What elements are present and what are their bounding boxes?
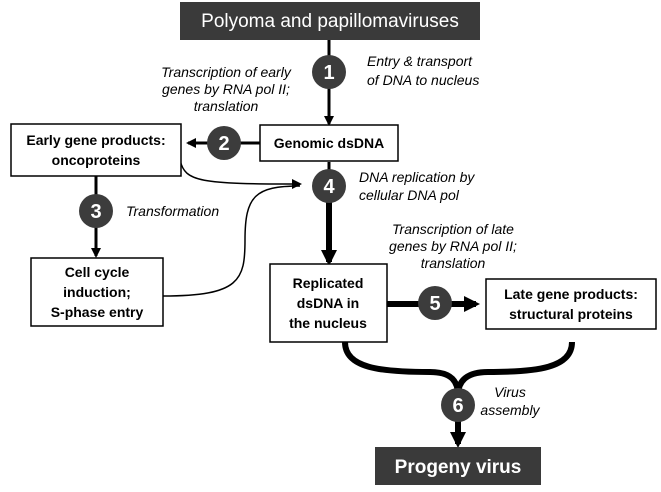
cell-cycle-box: Cell cycle induction; S-phase entry — [30, 257, 164, 327]
note-early-tx-line3: translation — [194, 98, 259, 114]
cell-cycle-line1: Cell cycle — [65, 264, 130, 280]
step-5-badge: 5 — [418, 286, 452, 320]
step-6-number: 6 — [452, 395, 463, 417]
note-late-tx-line3: translation — [421, 255, 486, 271]
note-early-tx-line1: Transcription of early — [161, 64, 292, 80]
note-late-tx-line2: genes by RNA pol II; — [389, 238, 517, 254]
step-3-badge: 3 — [79, 194, 113, 228]
step-6-badge: 6 — [441, 388, 475, 422]
step-2-number: 2 — [218, 133, 229, 155]
early-gene-products-line2: oncoproteins — [52, 152, 141, 168]
curve-late-to-step6 — [455, 341, 575, 396]
step-4-number: 4 — [323, 176, 335, 198]
note-virus-assembly: Virus assembly — [480, 384, 540, 418]
cell-cycle-line3: S-phase entry — [51, 304, 144, 320]
early-gene-products-box: Early gene products: oncoproteins — [10, 123, 182, 177]
replicated-line1: Replicated — [293, 275, 364, 291]
step-5-number: 5 — [429, 293, 440, 315]
note-dna-rep-line1: DNA replication by — [359, 169, 475, 185]
step-3-number: 3 — [90, 201, 101, 223]
note-early-transcription: Transcription of early genes by RNA pol … — [161, 64, 292, 114]
late-gene-products-box: Late gene products: structural proteins — [485, 278, 657, 330]
step-2-badge: 2 — [207, 126, 241, 160]
note-entry-line1: Entry & transport — [367, 53, 473, 69]
step-4-badge: 4 — [312, 169, 346, 203]
step-1-number: 1 — [323, 62, 334, 84]
title-box: Polyoma and papillomaviruses — [180, 2, 480, 40]
note-late-transcription: Transcription of late genes by RNA pol I… — [389, 221, 517, 271]
note-entry-line2: of DNA to nucleus — [367, 72, 479, 88]
replicated-line3: the nucleus — [289, 315, 367, 331]
progeny-virus-box: Progeny virus — [375, 447, 541, 485]
genomic-dsdna-label: Genomic dsDNA — [274, 135, 384, 151]
replicated-dsdna-box: Replicated dsDNA in the nucleus — [269, 263, 388, 343]
note-early-tx-line2: genes by RNA pol II; — [162, 81, 290, 97]
step-1-badge: 1 — [312, 55, 346, 89]
arrow-cellcycle-to-step4 — [162, 185, 301, 297]
late-gene-products-line1: Late gene products: — [504, 286, 638, 302]
note-late-tx-line1: Transcription of late — [392, 221, 514, 237]
curve-replicated-to-step6 — [342, 341, 461, 396]
note-assembly-line2: assembly — [480, 402, 540, 418]
arrow-early-to-step4 — [179, 159, 302, 189]
title-text: Polyoma and papillomaviruses — [201, 11, 459, 32]
progeny-virus-label: Progeny virus — [395, 457, 522, 478]
replicated-line2: dsDNA in — [297, 295, 359, 311]
note-dna-replication: DNA replication by cellular DNA pol — [359, 169, 475, 203]
note-entry-transport: Entry & transport of DNA to nucleus — [367, 53, 479, 88]
cell-cycle-line2: induction; — [63, 284, 131, 300]
note-assembly-line1: Virus — [494, 384, 526, 400]
genomic-dsdna-box: Genomic dsDNA — [259, 124, 399, 162]
note-transformation: Transformation — [126, 203, 219, 219]
early-gene-products-line1: Early gene products: — [26, 132, 165, 148]
late-gene-products-line2: structural proteins — [509, 306, 633, 322]
note-dna-rep-line2: cellular DNA pol — [359, 187, 460, 203]
